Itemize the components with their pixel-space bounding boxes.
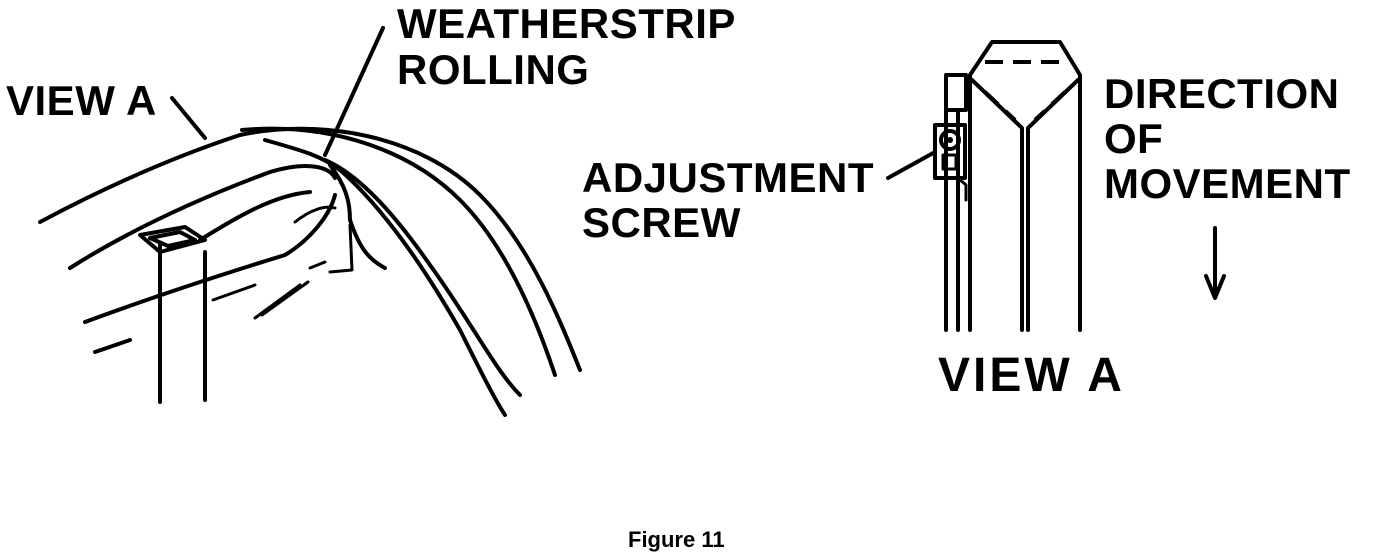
weatherstrip-arc-2 — [263, 138, 507, 417]
glass-run — [83, 193, 337, 324]
label-direction-line3: MOVEMENT — [1104, 160, 1351, 207]
glass-mark — [211, 260, 327, 320]
adjustment-leader — [886, 150, 937, 180]
label-view-a-left: VIEW A — [6, 77, 157, 124]
weatherstrip-arc — [323, 158, 522, 397]
door-frame-sketch — [38, 126, 582, 417]
label-direction-line2: OF — [1104, 115, 1163, 162]
down-arrow-icon — [1204, 226, 1226, 300]
figure-caption: Figure 11 — [628, 527, 725, 552]
channel-v-dashed-left — [983, 90, 1017, 122]
label-adjustment-line2: SCREW — [582, 199, 741, 246]
bracket-lower — [956, 176, 968, 202]
inner-lower-line — [93, 338, 132, 354]
label-direction-line1: DIRECTION — [1104, 70, 1340, 117]
screw-housing — [933, 123, 967, 180]
inner-frame-arc — [68, 164, 337, 270]
glass-run-inner — [198, 190, 312, 242]
inner-channel-2 — [293, 205, 337, 224]
label-weatherstrip-line2: ROLLING — [397, 46, 589, 93]
screw-slot — [941, 153, 958, 171]
label-view-a-right: VIEW A — [938, 349, 1125, 402]
inner-channel — [328, 223, 354, 274]
door-post — [138, 225, 207, 404]
screw-center — [947, 137, 953, 143]
label-adjustment-line1: ADJUSTMENT — [582, 154, 874, 201]
view-a-detail — [933, 40, 1082, 332]
post-top-slot — [148, 230, 197, 248]
side-bracket — [944, 73, 968, 332]
channel-outer — [968, 40, 1082, 332]
view-a-leader — [170, 96, 207, 140]
channel-v-dashed-right — [1033, 90, 1067, 122]
label-weatherstrip-line1: WEATHERSTRIP — [397, 0, 736, 47]
weatherstrip-fold — [328, 163, 387, 270]
adjustment-screw-icon — [939, 129, 961, 151]
weatherstrip-leader — [323, 26, 385, 157]
outer-frame-arc-2 — [240, 126, 557, 377]
outer-frame-arc — [38, 126, 582, 372]
